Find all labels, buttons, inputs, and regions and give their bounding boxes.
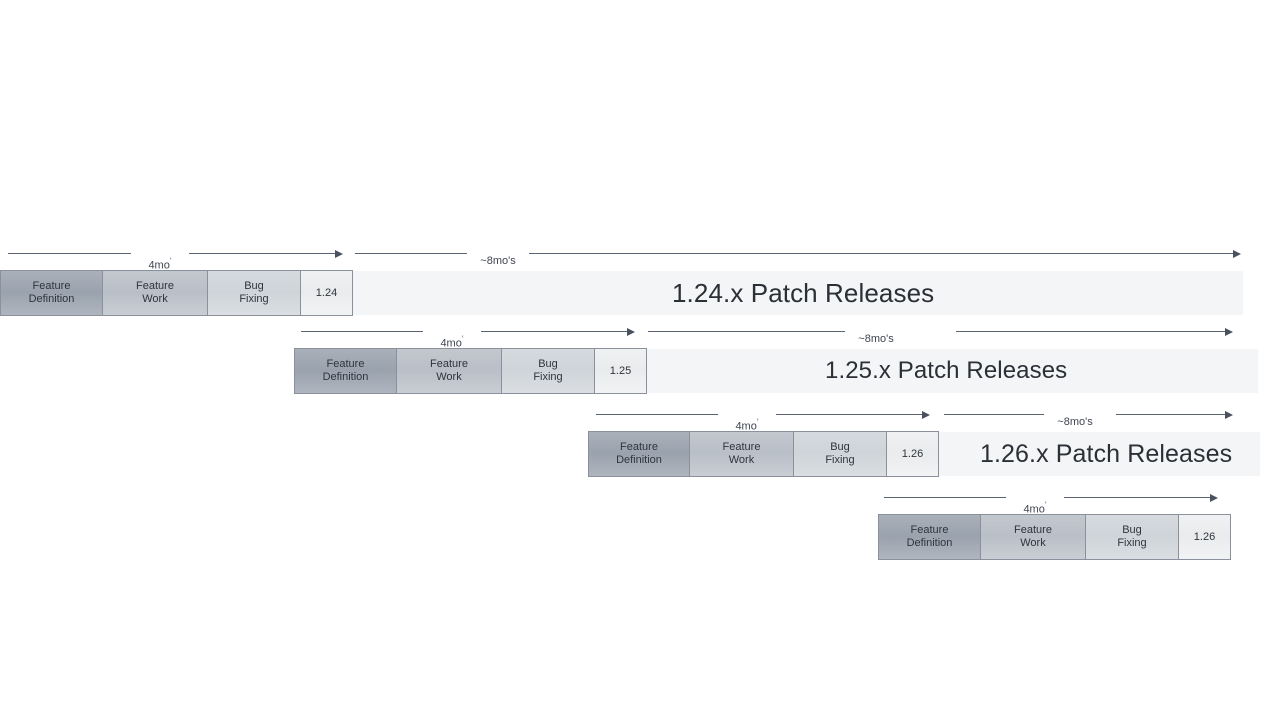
- phase-label-line1: Feature: [136, 280, 174, 292]
- phase-label-line2: Fixing: [1117, 537, 1147, 549]
- measure-line-left: [596, 414, 718, 415]
- measure-tick-mark: ': [756, 417, 759, 427]
- measure-8mo-1-24: ~8mo's: [355, 249, 1241, 271]
- phase-feature-work-1-25[interactable]: Feature Work: [397, 349, 502, 393]
- measure-label-4mo: 4mo': [148, 256, 172, 272]
- phase-label-line1: Feature: [326, 358, 365, 370]
- release-row-1-26: 4mo' ~8mo's 1.26.x Patch Releases Featur…: [0, 406, 1280, 488]
- phase-label-line2: Work: [436, 371, 462, 383]
- measure-line-right: [956, 331, 1225, 332]
- version-label-next: 1.26: [1193, 530, 1216, 543]
- phase-label-line1: Feature: [1014, 524, 1052, 536]
- measure-label-8mo: ~8mo's: [480, 255, 516, 267]
- measure-label-8mo: ~8mo's: [858, 333, 894, 345]
- phase-label-line2: Fixing: [825, 454, 855, 466]
- version-label-1-26: 1.26: [901, 447, 924, 460]
- measure-tick-mark: ': [461, 334, 464, 344]
- phase-label-line2: Definition: [28, 293, 75, 305]
- measure-line-right: [1116, 414, 1225, 415]
- measure-line-left: [884, 497, 1006, 498]
- patch-release-label-1-25: 1.25.x Patch Releases: [825, 357, 1068, 384]
- phase-label-line2: Definition: [322, 371, 369, 383]
- measure-label-4mo: 4mo': [735, 417, 759, 433]
- phase-feature-definition-1-25[interactable]: Feature Definition: [295, 349, 397, 393]
- phase-feature-work-1-26[interactable]: Feature Work: [690, 432, 794, 476]
- measure-8mo-1-26: ~8mo's: [944, 410, 1233, 432]
- phase-label-line1: Bug: [244, 280, 264, 292]
- measure-line-right: [529, 253, 1233, 254]
- measure-4mo-next: 4mo': [884, 493, 1218, 516]
- phase-bug-fixing-1-24[interactable]: Bug Fixing: [208, 271, 301, 315]
- measure-4mo-1-26: 4mo': [596, 410, 930, 433]
- measure-line-right: [481, 331, 627, 332]
- measure-8mo-1-25: ~8mo's: [648, 327, 1233, 349]
- release-row-1-25: 4mo' ~8mo's 1.25.x Patch Releases Featur…: [0, 323, 1280, 405]
- phase-label-line1: Feature: [910, 524, 949, 536]
- measure-label-4mo: 4mo': [440, 334, 464, 350]
- phase-label-line2: Fixing: [239, 293, 269, 305]
- phase-bug-fixing-1-26[interactable]: Bug Fixing: [794, 432, 887, 476]
- phase-label-line2: Work: [728, 454, 755, 466]
- measure-line-left: [8, 253, 131, 254]
- measure-arrowhead-icon: [1233, 249, 1241, 258]
- phase-bug-fixing-next[interactable]: Bug Fixing: [1086, 515, 1179, 559]
- phase-bug-fixing-1-25[interactable]: Bug Fixing: [502, 349, 595, 393]
- release-row-1-24: 4mo' ~8mo's 1.24.x Patch Releases Featur…: [0, 245, 1280, 327]
- measure-arrowhead-icon: [335, 249, 343, 258]
- measure-arrowhead-icon: [1225, 410, 1233, 419]
- phase-label-line1: Bug: [1122, 524, 1142, 536]
- phase-feature-definition-next[interactable]: Feature Definition: [879, 515, 981, 559]
- measure-label-4mo: 4mo': [1023, 500, 1047, 516]
- measure-line-left: [944, 414, 1044, 415]
- release-row-next: 4mo' Feature Definition Feature Work: [0, 489, 1280, 571]
- timing-band-1-26: 4mo' ~8mo's: [0, 406, 1280, 433]
- phase-label-line1: Bug: [538, 358, 558, 370]
- measure-tick-mark: ': [1044, 500, 1047, 510]
- measure-line-left: [648, 331, 845, 332]
- phase-blocks-1-26: Feature Definition Feature Work Bug Fixi…: [589, 432, 938, 476]
- phase-label-line2: Definition: [906, 537, 953, 549]
- version-label-1-25: 1.25: [609, 364, 632, 377]
- phase-feature-work-1-24[interactable]: Feature Work: [103, 271, 208, 315]
- version-label-1-24: 1.24: [315, 286, 338, 299]
- timing-band-next: 4mo': [0, 489, 1280, 516]
- timing-band-1-25: 4mo' ~8mo's: [0, 323, 1280, 350]
- phase-label-line2: Work: [142, 293, 168, 305]
- measure-line-left: [301, 331, 423, 332]
- measure-line-right: [1064, 497, 1210, 498]
- phase-label-line1: Feature: [430, 358, 468, 370]
- measure-4mo-1-25: 4mo': [301, 327, 635, 350]
- phase-label-line2: Definition: [616, 454, 662, 466]
- phase-label-line2: Work: [1020, 537, 1046, 549]
- phase-blocks-1-24: Feature Definition Feature Work Bug Fixi…: [1, 271, 352, 315]
- measure-arrowhead-icon: [1210, 493, 1218, 502]
- measure-arrowhead-icon: [922, 410, 930, 419]
- measure-4mo-1-24: 4mo': [8, 249, 343, 272]
- phase-feature-definition-1-26[interactable]: Feature Definition: [589, 432, 690, 476]
- phase-version-release-1-25[interactable]: 1.25: [595, 349, 646, 393]
- patch-release-label-1-26: 1.26.x Patch Releases: [980, 440, 1233, 468]
- measure-line-right: [189, 253, 335, 254]
- phase-version-release-1-24[interactable]: 1.24: [301, 271, 352, 315]
- timing-band-1-24: 4mo' ~8mo's: [0, 245, 1280, 272]
- phase-feature-definition-1-24[interactable]: Feature Definition: [1, 271, 103, 315]
- measure-arrowhead-icon: [1225, 327, 1233, 336]
- phase-label-line1: Feature: [32, 280, 71, 292]
- measure-tick-mark: ': [169, 256, 172, 266]
- phase-label-line1: Feature: [620, 441, 658, 453]
- measure-label-8mo: ~8mo's: [1057, 416, 1093, 428]
- phase-feature-work-next[interactable]: Feature Work: [981, 515, 1086, 559]
- measure-arrowhead-icon: [627, 327, 635, 336]
- phase-label-line2: Fixing: [533, 371, 563, 383]
- phase-version-release-next[interactable]: 1.26: [1179, 515, 1230, 559]
- measure-line-left: [355, 253, 467, 254]
- phase-label-line1: Feature: [722, 441, 761, 453]
- phase-version-release-1-26[interactable]: 1.26: [887, 432, 938, 476]
- patch-release-label-1-24: 1.24.x Patch Releases: [672, 278, 935, 308]
- phase-blocks-1-25: Feature Definition Feature Work Bug Fixi…: [295, 349, 646, 393]
- phase-blocks-next: Feature Definition Feature Work Bug Fixi…: [879, 515, 1230, 559]
- measure-line-right: [776, 414, 922, 415]
- phase-label-line1: Bug: [830, 441, 850, 453]
